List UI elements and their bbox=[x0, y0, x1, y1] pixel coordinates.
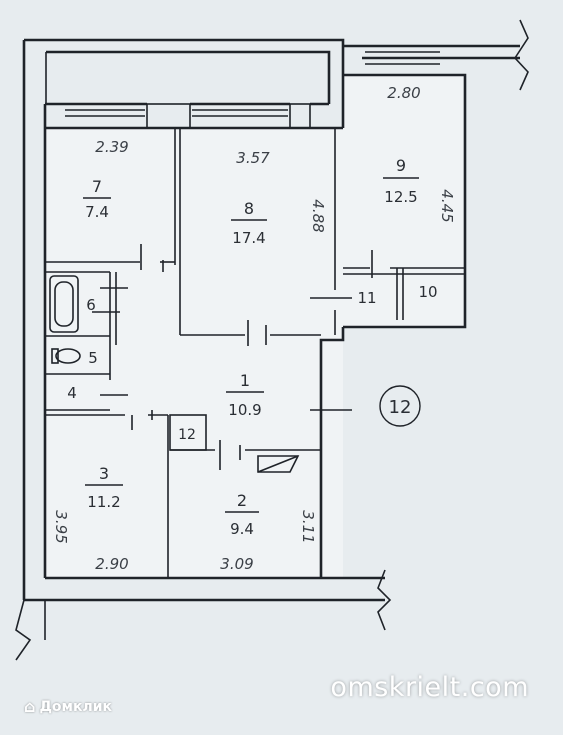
room-8-label: 8 17.4 bbox=[231, 199, 267, 247]
room-area: 7.4 bbox=[85, 203, 109, 221]
window-room7-8 bbox=[146, 103, 191, 129]
domclick-logo: ⌂ Домклик bbox=[24, 697, 112, 716]
room-11-number: 11 bbox=[357, 289, 376, 307]
apartment-marker: 12 bbox=[379, 385, 421, 427]
room-5-number: 5 bbox=[88, 349, 98, 367]
dim-room3-width: 2.90 bbox=[95, 555, 128, 573]
interior-fill bbox=[45, 128, 343, 578]
apartment-marker-number: 12 bbox=[389, 397, 412, 418]
room-area: 10.9 bbox=[228, 401, 261, 419]
room-10-number: 10 bbox=[418, 283, 437, 301]
room-1-label: 1 10.9 bbox=[226, 371, 264, 419]
balcony bbox=[22, 38, 345, 128]
exterior-walls bbox=[15, 51, 467, 661]
toilet-icon bbox=[51, 348, 81, 364]
room-12-number: 12 bbox=[178, 427, 196, 443]
room-area: 11.2 bbox=[87, 493, 120, 511]
partitions bbox=[45, 128, 465, 578]
interior-fill-right bbox=[343, 75, 465, 327]
room-area: 12.5 bbox=[384, 188, 417, 206]
room-area: 9.4 bbox=[230, 520, 254, 538]
domclick-logo-icon: ⌂ bbox=[24, 697, 36, 716]
domclick-logo-text: Домклик bbox=[39, 698, 113, 715]
balcony-right bbox=[343, 19, 529, 91]
dim-room8-width: 3.57 bbox=[236, 149, 270, 167]
room-number: 7 bbox=[92, 177, 102, 196]
room-number: 2 bbox=[237, 491, 247, 510]
room-2-label: 2 9.4 bbox=[225, 491, 259, 538]
dim-room9-width: 2.80 bbox=[387, 84, 420, 102]
dim-room3-depth: 3.95 bbox=[52, 510, 70, 543]
room-area: 17.4 bbox=[232, 229, 265, 247]
dim-room2-width: 3.09 bbox=[220, 555, 253, 573]
dim-room8-depth: 4.88 bbox=[309, 199, 327, 232]
room-number: 3 bbox=[99, 464, 109, 483]
site-watermark: omskrielt.com bbox=[330, 672, 529, 703]
room-number: 8 bbox=[244, 199, 254, 218]
dim-room9-depth: 4.45 bbox=[438, 189, 456, 222]
room-6-number: 6 bbox=[86, 296, 96, 314]
window-room8 bbox=[289, 103, 311, 129]
room-3-label: 3 11.2 bbox=[85, 464, 123, 511]
dim-room2-depth: 3.11 bbox=[299, 510, 317, 543]
room-4-number: 4 bbox=[67, 384, 77, 402]
room-number: 9 bbox=[396, 156, 406, 175]
dim-room7-width: 2.39 bbox=[95, 138, 128, 156]
room-7-label: 7 7.4 bbox=[83, 177, 111, 221]
bathtub-icon bbox=[49, 275, 79, 333]
room-9-label: 9 12.5 bbox=[383, 156, 419, 206]
room-number: 1 bbox=[240, 371, 250, 390]
